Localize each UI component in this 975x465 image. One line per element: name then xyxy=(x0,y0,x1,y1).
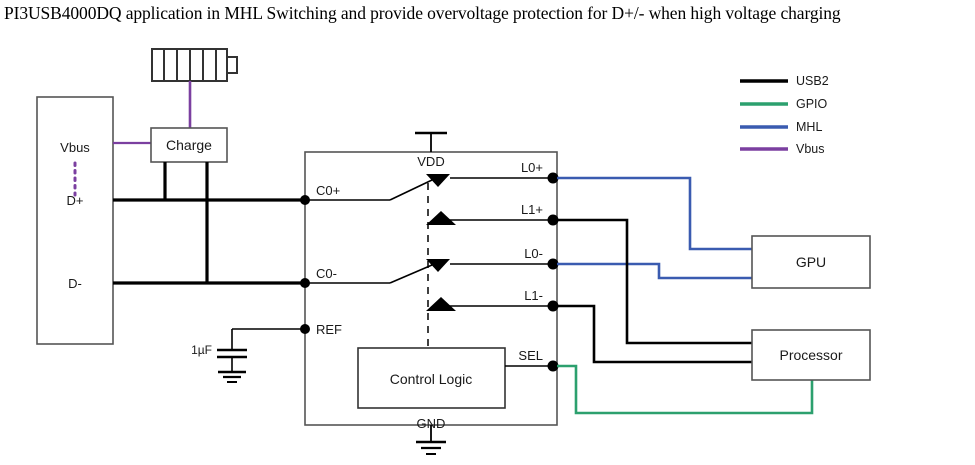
battery-terminal xyxy=(226,56,238,74)
internal-switch-bottom xyxy=(305,259,551,311)
control-logic-block: Control Logic xyxy=(357,347,551,409)
legend: USB2 GPIO MHL Vbus xyxy=(740,74,829,156)
processor-block: Processor xyxy=(751,329,871,381)
control-logic-label: Control Logic xyxy=(390,371,473,387)
wire-gpio-sel-to-processor xyxy=(557,364,814,415)
switch-bottom-arm xyxy=(389,264,433,284)
ic-pin-dot-l0plus xyxy=(547,172,559,184)
connector-pin-label-dminus: D- xyxy=(68,276,82,291)
ic-right-pins: L0+ L1+ L0- L1- SEL xyxy=(518,160,559,372)
gpu-label: GPU xyxy=(796,254,826,270)
charge-block: Charge xyxy=(150,127,228,163)
ic-pin-label-c0plus: C0+ xyxy=(316,183,340,198)
switch-bottom-throw-arrow-l0minus xyxy=(426,259,450,272)
switch-bottom-throw-arrow-l1minus xyxy=(426,297,456,311)
wire-usb2-l1minus-to-processor xyxy=(557,304,752,364)
battery-icon xyxy=(151,48,238,82)
ic-pin-label-l1plus: L1+ xyxy=(521,202,543,217)
processor-outline xyxy=(751,329,871,381)
ic-pin-label-vdd: VDD xyxy=(417,154,444,169)
ic-pin-dot-ref xyxy=(300,324,310,334)
reference-capacitor: 1µF xyxy=(191,328,305,383)
vdd-supply: VDD xyxy=(415,131,447,169)
ic-pin-label-c0minus: C0- xyxy=(316,266,337,281)
wire-mhl-l0minus-to-gpu xyxy=(557,262,752,280)
control-logic-outline xyxy=(357,347,506,409)
ic-pin-label-l0plus: L0+ xyxy=(521,160,543,175)
switch-top-throw-arrow-l1plus xyxy=(426,211,456,225)
gpu-outline xyxy=(751,235,871,289)
usb-connector-block: Vbus D+ D- xyxy=(36,96,114,345)
ic-pin-dot-l1plus xyxy=(547,214,559,226)
charge-label: Charge xyxy=(166,137,212,153)
page-title: PI3USB4000DQ application in MHL Switchin… xyxy=(4,3,841,23)
capacitor-value-label: 1µF xyxy=(191,343,212,357)
switch-top-throw-arrow-l0plus xyxy=(426,174,450,187)
legend-label-gpio: GPIO xyxy=(796,97,828,111)
ic-pin-label-ref: REF xyxy=(316,322,342,337)
charge-outline xyxy=(150,127,228,163)
gpu-block: GPU xyxy=(751,235,871,289)
wire-usb2-l1plus-to-processor xyxy=(557,218,752,345)
ic-left-pins: C0+ C0- REF xyxy=(300,183,342,337)
legend-label-vbus: Vbus xyxy=(796,142,825,156)
ic-pin-label-l0minus: L0- xyxy=(524,246,543,261)
connector-pin-label-dplus: D+ xyxy=(67,193,84,208)
switch-top-arm xyxy=(389,179,433,201)
connector-pin-label-vbus: Vbus xyxy=(60,140,90,155)
ic-pin-label-gnd: GND xyxy=(417,416,446,431)
ic-pin-dot-l0minus xyxy=(547,258,559,270)
ic-pin-dot-sel xyxy=(547,360,559,372)
legend-label-usb2: USB2 xyxy=(796,74,829,88)
ic-pin-dot-l1minus xyxy=(547,300,559,312)
ic-pin-label-l1minus: L1- xyxy=(524,288,543,303)
wire-mhl-l0plus-to-gpu xyxy=(557,176,752,251)
ic-pin-label-sel: SEL xyxy=(518,348,543,363)
legend-label-mhl: MHL xyxy=(796,120,822,134)
gnd-symbol: GND xyxy=(416,416,446,455)
processor-label: Processor xyxy=(779,347,842,363)
internal-switch-top xyxy=(305,174,551,225)
usb-connector-outline xyxy=(36,96,114,345)
